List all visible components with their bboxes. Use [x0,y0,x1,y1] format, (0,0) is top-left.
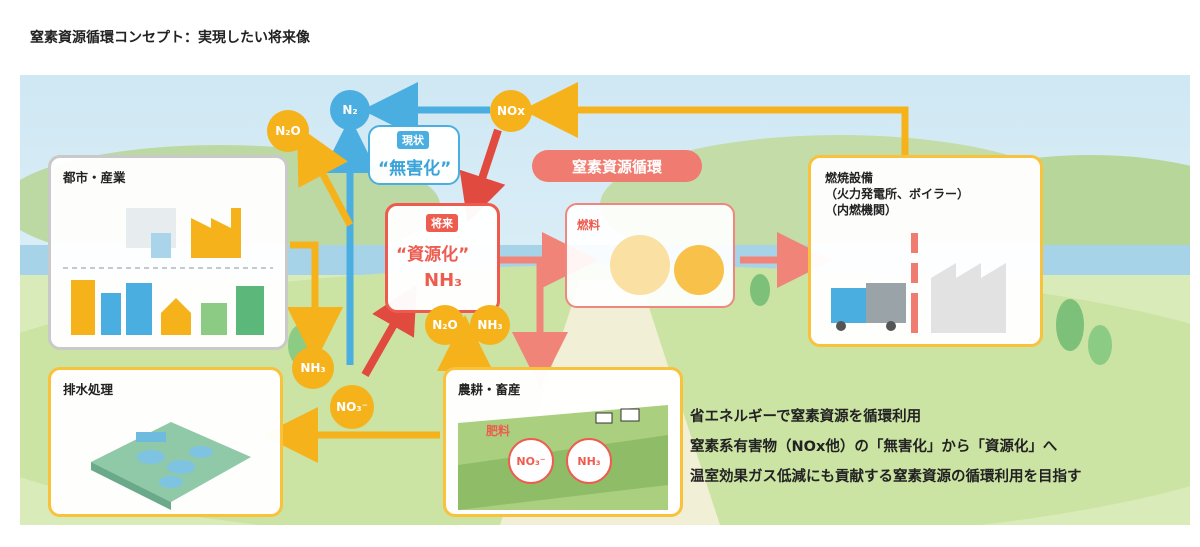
fuel-box: 燃料 [565,203,735,308]
agri-nh3-circle: NH₃ [566,438,612,484]
flow-arrows [262,82,909,463]
drainage-label: 排水処理 [63,382,114,397]
treatment-plant-illustration [91,422,251,510]
n2-circle: N₂ [330,90,370,130]
city-industry-label: 都市・産業 [63,170,126,185]
fuel-label: 燃料 [577,218,600,232]
message-line-1: 省エネルギーで窒素資源を循環利用 [690,409,922,425]
current-text: “無害化” [378,159,452,179]
n2o-mid-circle: N₂O [425,305,465,345]
agri-label: 農耕・畜産 [458,382,521,397]
future-text: “資源化” [396,245,470,265]
agri-no3-circle: NO₃⁻ [508,438,554,484]
combustion-box: 燃焼設備 （火力発電所、ボイラー） （内燃機関） [808,155,1043,347]
drainage-box: 排水処理 [48,367,283,517]
page-title: 窒素資源循環コンセプト：実現したい将来像 [30,30,310,46]
city-industry-box: 都市・産業 [48,155,288,350]
current-tag: 現状 [397,131,429,149]
current-state-box: 現状 “無害化” [368,125,460,185]
field-illustration [458,405,668,510]
fertilizer-label: 肥料 [486,424,511,438]
no3-left-circle: NO₃⁻ [330,385,374,429]
power-plant-illustration [831,233,1006,333]
diagram-scene: 都市・産業 排水処理 農耕・畜産 [20,75,1190,525]
nox-circle: NOx [490,90,532,132]
cycle-label: 窒素資源循環 [532,150,702,182]
future-state-box: 将来 “資源化” NH₃ [385,203,500,313]
future-formula: NH₃ [424,270,463,291]
factory-illustration [63,208,273,335]
nh3-left-circle: NH₃ [292,347,334,389]
future-tag: 将来 [426,214,458,232]
fuel-tanks-illustration [610,235,724,295]
n2o-top-circle: N₂O [267,110,309,152]
message-line-2: 窒素系有害物（NOx他）の「無害化」から「資源化」へ [690,439,1058,455]
nh3-mid-circle: NH₃ [470,305,510,345]
agri-box: 農耕・畜産 肥料 NO₃⁻ NH₃ [443,367,683,517]
message-line-3: 温室効果ガス低減にも貢献する窒素資源の循環利用を目指す [690,469,1082,485]
combustion-label: 燃焼設備 （火力発電所、ボイラー） （内燃機関） [825,171,970,217]
